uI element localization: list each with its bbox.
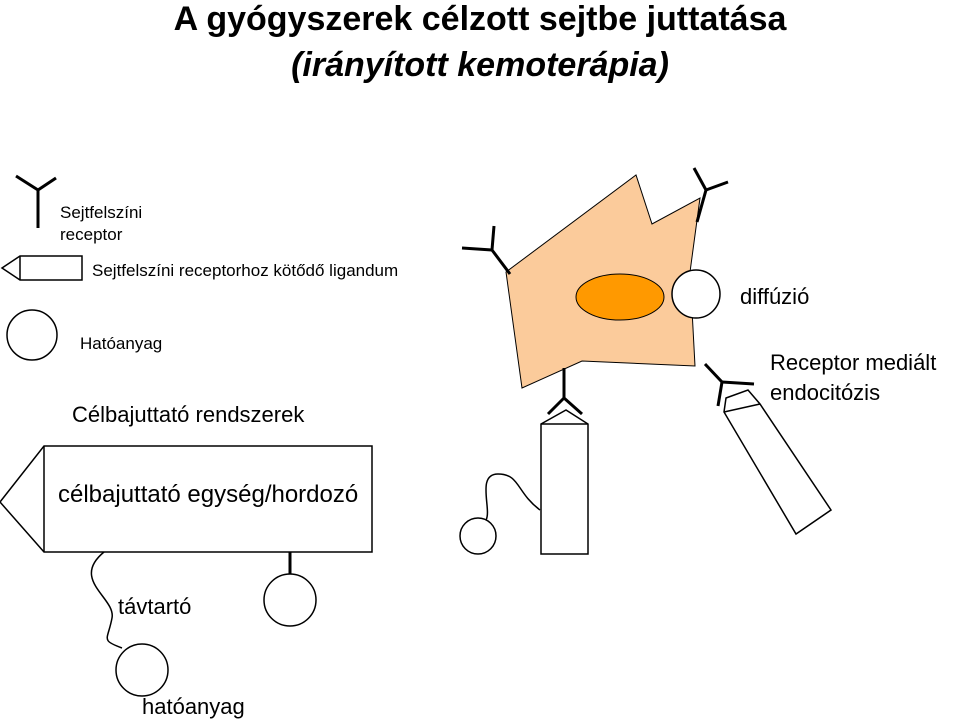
diffusing-drug-circle bbox=[671, 269, 721, 319]
payload-circle bbox=[115, 643, 169, 697]
legend-receptor-icon bbox=[15, 174, 57, 228]
legend-drug-icon bbox=[6, 309, 58, 361]
endocytosis-label-2: endocitózis bbox=[770, 380, 880, 405]
payload-label: hatóanyag bbox=[142, 694, 245, 719]
title: A gyógyszerek célzott sejtbe juttatása bbox=[174, 0, 788, 38]
bound-carrier-drug bbox=[459, 517, 497, 555]
spacer-label: távtartó bbox=[118, 594, 191, 619]
carrier-prism bbox=[0, 445, 373, 553]
legend-ligand-label: Sejtfelszíni receptorhoz kötődő ligandum bbox=[92, 261, 398, 280]
cell-receptor-top-right bbox=[692, 167, 729, 223]
diffusion-label: diffúzió bbox=[740, 284, 809, 309]
endocytosis-carrier bbox=[723, 389, 833, 536]
cell-receptor-left bbox=[461, 225, 512, 275]
spacer-linker bbox=[90, 551, 123, 649]
legend-receptor-label-2: receptor bbox=[60, 225, 123, 244]
cell-receptor-bottom-right bbox=[703, 362, 755, 407]
systems-heading: Célbajuttató rendszerek bbox=[72, 402, 305, 427]
bound-carrier-vertical bbox=[540, 409, 589, 555]
bound-carrier-linker bbox=[485, 473, 541, 521]
direct-drug-circle bbox=[263, 573, 317, 627]
legend-drug-label: Hatóanyag bbox=[80, 334, 162, 353]
legend-ligand-icon bbox=[0, 255, 83, 281]
cell-receptor-bottom bbox=[546, 368, 583, 416]
cell-nucleus bbox=[575, 273, 665, 321]
legend-receptor-label-1: Sejtfelszíni bbox=[60, 203, 142, 222]
subtitle: (irányított kemoterápia) bbox=[291, 46, 669, 84]
endocytosis-label-1: Receptor mediált bbox=[770, 350, 936, 375]
carrier-label: célbajuttató egység/hordozó bbox=[58, 481, 358, 508]
